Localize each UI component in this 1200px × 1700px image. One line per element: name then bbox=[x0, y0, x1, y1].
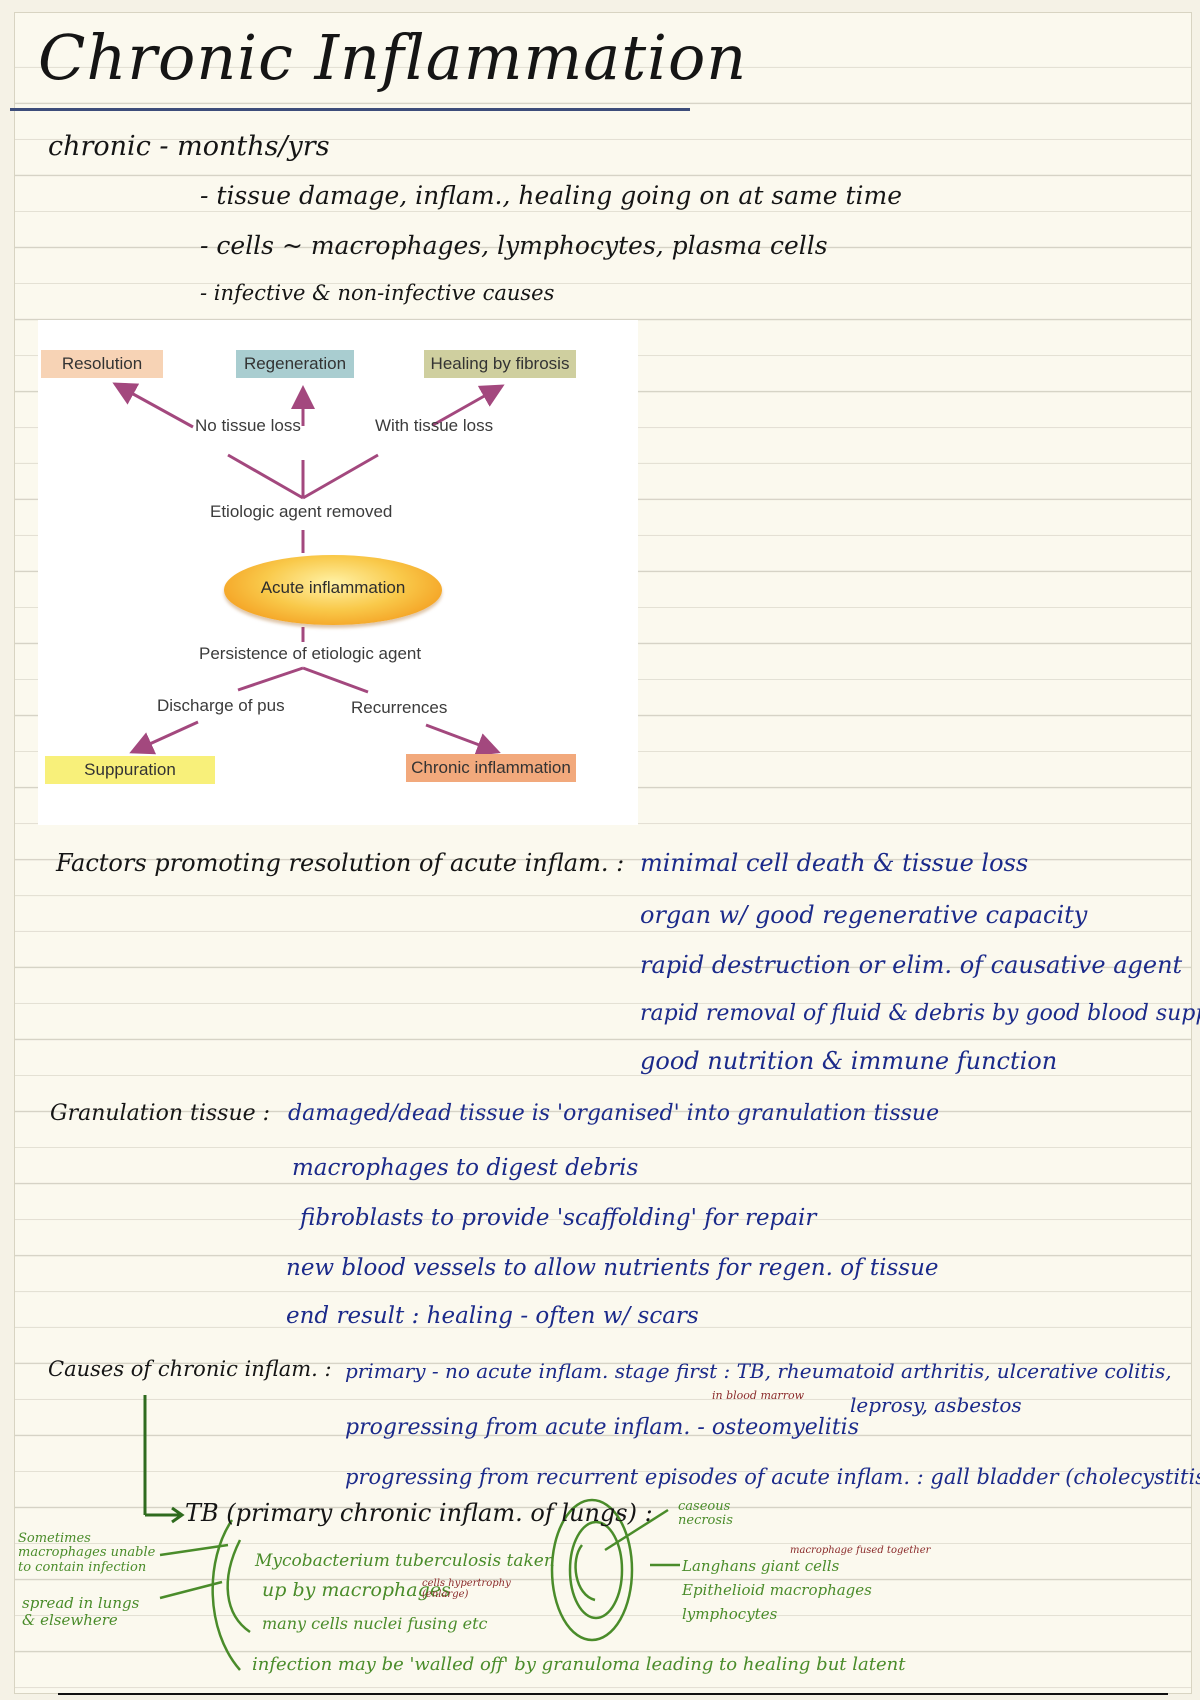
resolution-box: Resolution bbox=[41, 350, 163, 378]
tb-line-1: Mycobacterium tuberculosis taken bbox=[255, 1551, 555, 1571]
factor-item: good nutrition & immune function bbox=[640, 1047, 1058, 1075]
no-tissue-loss-label: No tissue loss bbox=[195, 416, 301, 435]
suppuration-label: Suppuration bbox=[84, 760, 176, 779]
causes-primary: primary - no acute inflam. stage first :… bbox=[345, 1359, 1172, 1383]
persistence-label: Persistence of etiologic agent bbox=[199, 644, 422, 663]
factor-item: rapid removal of fluid & debris by good … bbox=[640, 1001, 1200, 1026]
recurrences-label: Recurrences bbox=[351, 698, 448, 717]
with-tissue-loss-label: With tissue loss bbox=[375, 416, 494, 435]
healing-box: Healing by fibrosis bbox=[424, 350, 576, 378]
causes-primary-2: leprosy, asbestos bbox=[850, 1393, 1022, 1417]
regeneration-box: Regeneration bbox=[236, 350, 354, 378]
chronic-inflammation-label: Chronic inflammation bbox=[411, 758, 571, 777]
intro-line-1: chronic - months/yrs bbox=[48, 131, 330, 162]
granuloma-ring-3-label: lymphocytes bbox=[682, 1605, 778, 1623]
causes-label: Causes of chronic inflam. : bbox=[48, 1357, 332, 1381]
intro-line-3: - cells ~ macrophages, lymphocytes, plas… bbox=[200, 231, 828, 260]
granulation-line-3: fibroblasts to provide 'scaffolding' for… bbox=[300, 1205, 817, 1231]
granulation-line-4: new blood vessels to allow nutrients for… bbox=[286, 1255, 939, 1281]
factor-item: minimal cell death & tissue loss bbox=[640, 849, 1029, 877]
granulation-label: Granulation tissue : bbox=[50, 1101, 271, 1126]
discharge-of-pus-label: Discharge of pus bbox=[157, 696, 285, 715]
causes-progressing-2: progressing from recurrent episodes of a… bbox=[345, 1465, 1200, 1489]
page-title: Chronic Inflammation bbox=[38, 21, 748, 94]
granuloma-ring-1-label: Langhans giant cells bbox=[682, 1557, 840, 1575]
tb-left-note-1: Sometimes macrophages unable to contain … bbox=[18, 1531, 156, 1575]
granuloma-center-label: caseous necrosis bbox=[678, 1499, 733, 1529]
tb-line-3: many cells nuclei fusing etc bbox=[262, 1614, 488, 1633]
causes-progressing-1: progressing from acute inflam. - osteomy… bbox=[345, 1415, 860, 1440]
tb-heading: TB (primary chronic inflam. of lungs) : bbox=[185, 1499, 653, 1527]
notebook-page bbox=[14, 12, 1192, 1694]
tb-line-2: up by macrophages bbox=[262, 1579, 451, 1601]
suppuration-box: Suppuration bbox=[45, 756, 215, 784]
granulation-line-2: macrophages to digest debris bbox=[292, 1155, 639, 1181]
inflammation-outcome-diagram: Resolution Regeneration Healing by fibro… bbox=[38, 320, 638, 825]
bottom-rule bbox=[58, 1693, 1168, 1695]
diagram-arrows bbox=[112, 382, 505, 756]
chronic-inflammation-box: Chronic inflammation bbox=[406, 754, 576, 782]
tb-line-4: infection may be 'walled off' by granulo… bbox=[252, 1654, 906, 1675]
acute-inflammation-ellipse: Acute inflammation bbox=[224, 555, 442, 625]
etiologic-removed-label: Etiologic agent removed bbox=[210, 502, 393, 521]
tb-left-note-2: spread in lungs & elsewhere bbox=[22, 1594, 140, 1629]
bone-marrow-note: in blood marrow bbox=[712, 1389, 804, 1402]
resolution-label: Resolution bbox=[61, 354, 143, 373]
regeneration-label: Regeneration bbox=[243, 354, 347, 373]
granulation-line-1: damaged/dead tissue is 'organised' into … bbox=[288, 1101, 940, 1126]
acute-inflammation-label: Acute inflammation bbox=[260, 578, 406, 597]
title-underline bbox=[10, 108, 690, 111]
intro-line-4: - infective & non-infective causes bbox=[200, 281, 555, 305]
intro-line-2: - tissue damage, inflam., healing going … bbox=[200, 181, 903, 210]
granulation-line-5: end result : healing - often w/ scars bbox=[286, 1303, 699, 1329]
factors-label: Factors promoting resolution of acute in… bbox=[56, 849, 625, 877]
factor-item: organ w/ good regenerative capacity bbox=[640, 901, 1088, 929]
factor-item: rapid destruction or elim. of causative … bbox=[640, 951, 1183, 979]
healing-label: Healing by fibrosis bbox=[430, 354, 570, 373]
tb-small-note: cells hypertrophy (enlarge) bbox=[422, 1578, 511, 1600]
macrophage-fused-note: macrophage fused together bbox=[790, 1545, 931, 1556]
granuloma-ring-2-label: Epithelioid macrophages bbox=[682, 1581, 872, 1599]
